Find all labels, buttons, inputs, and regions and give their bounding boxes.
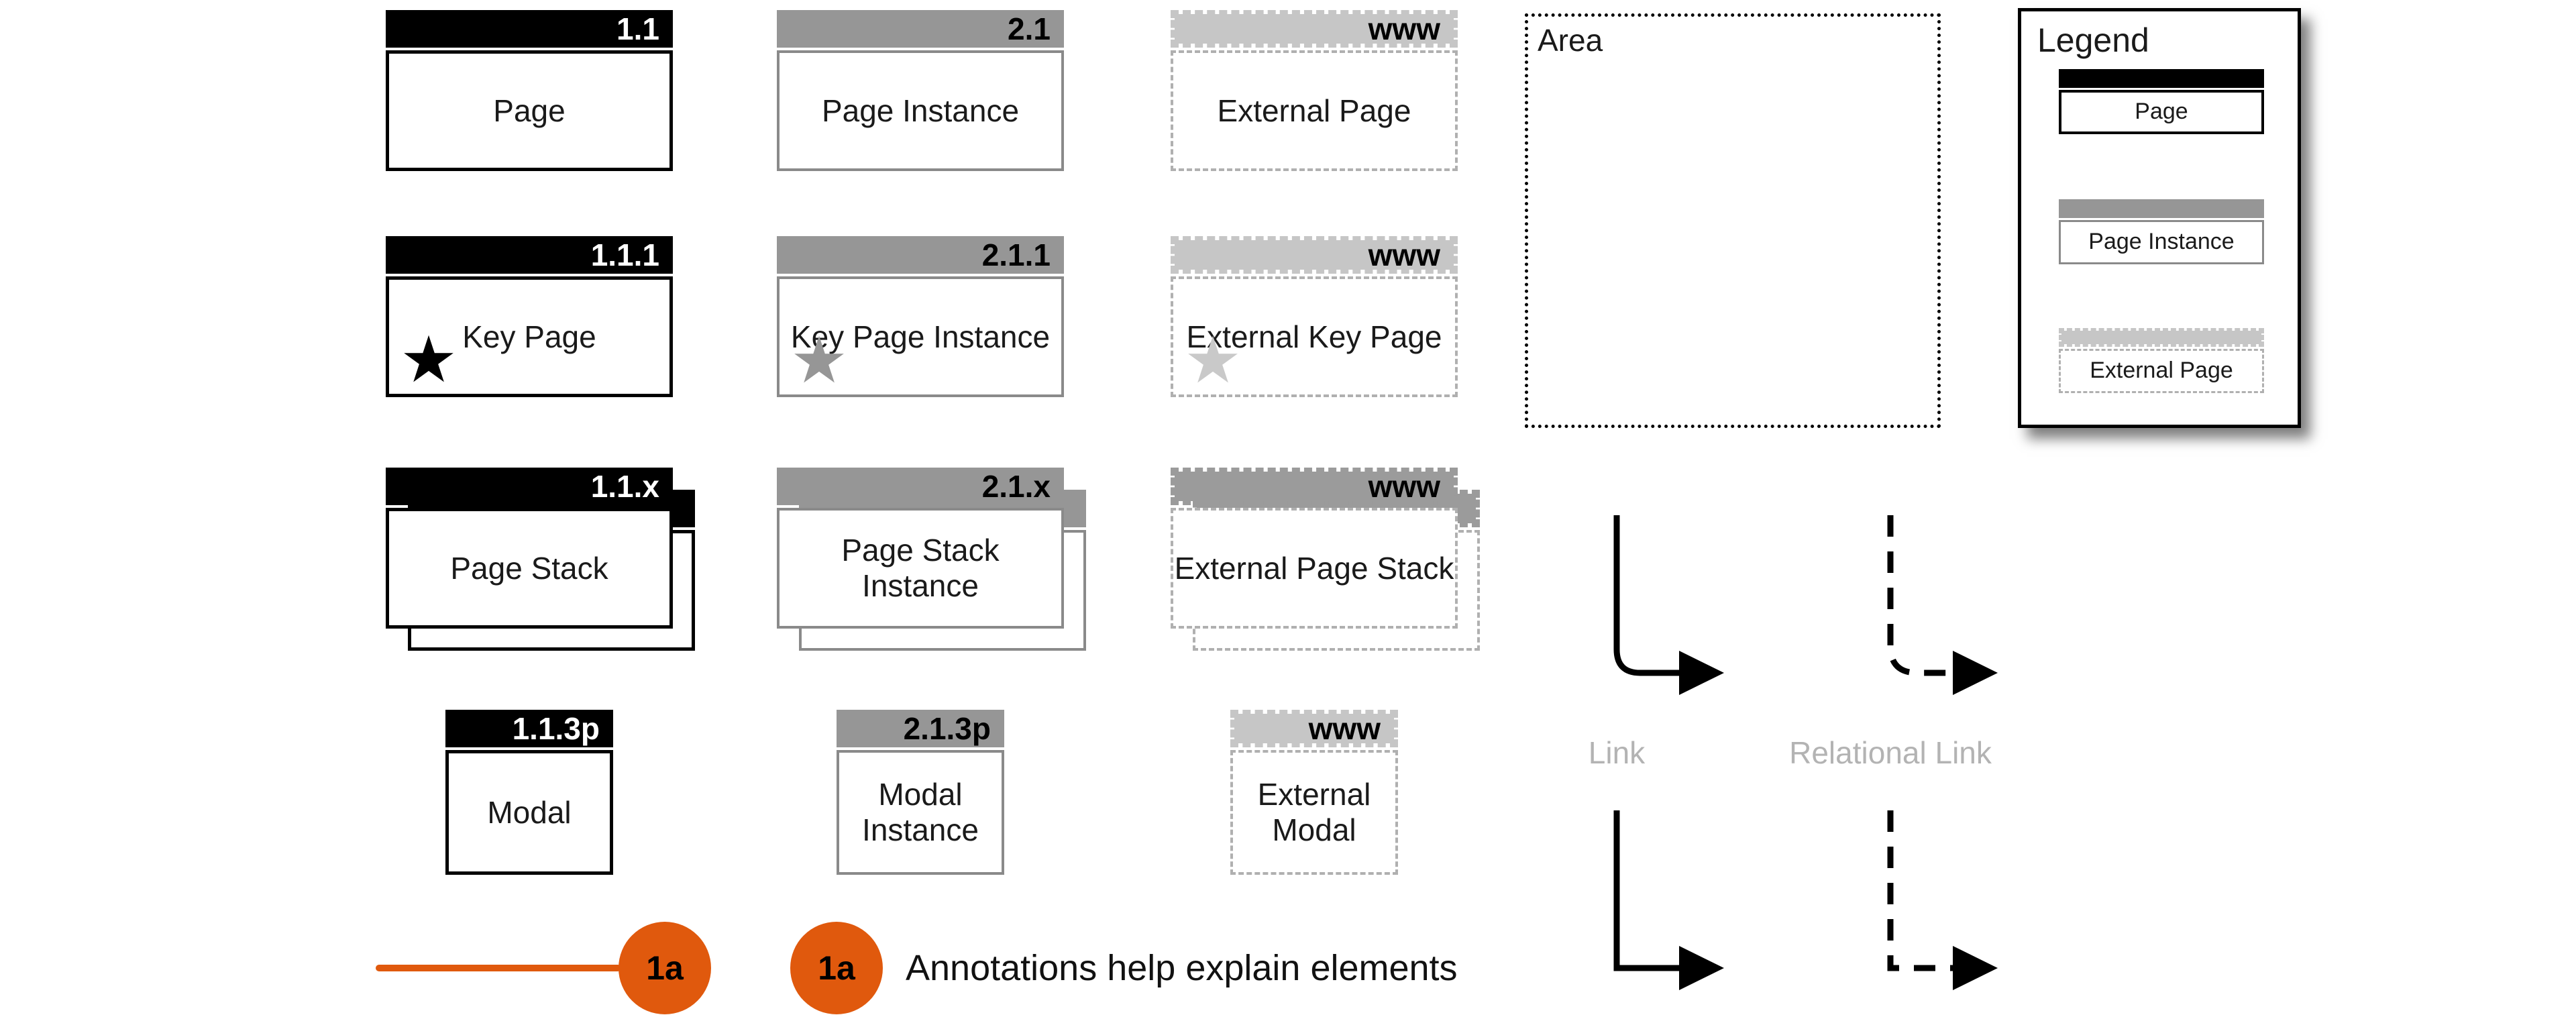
modal-instance-header: 2.1.3p [837,710,1004,747]
link-arrow-icon [1613,810,1724,990]
www-badge: www [1368,469,1440,504]
legend-page-instance-body: Page Instance [2059,220,2264,264]
external-key-page-label: External Key Page [1186,319,1442,354]
key-page-number: 1.1.1 [590,237,659,272]
page-instance-number: 2.1 [1008,11,1051,46]
key-page-instance-header: 2.1.1 [777,236,1064,274]
modal-instance-box: 2.1.3p Modal Instance [837,710,1004,875]
external-page-stack-front-card: www External Page Stack [1171,468,1458,629]
key-star-icon: ★ [1184,325,1242,396]
external-key-page-header: www [1171,236,1458,274]
external-page-header: www [1171,10,1458,48]
modal-instance-body: Modal Instance [837,750,1004,875]
legend-page-instance-header [2059,199,2264,218]
page-number: 1.1 [616,11,659,46]
external-page-stack-body: External Page Stack [1171,508,1458,629]
external-page-box: www External Page [1171,10,1458,171]
external-page-body: External Page [1171,50,1458,171]
external-modal-box: www External Modal [1230,710,1398,875]
external-modal-body: External Modal [1230,750,1398,875]
page-stack-instance-header: 2.1.x [777,468,1064,505]
external-key-page-body: External Key Page ★ [1171,276,1458,397]
legend-external-page-body: External Page [2059,349,2264,393]
external-page-stack: www External Page Stack [1171,468,1481,651]
external-key-page-box: www External Key Page ★ [1171,236,1458,397]
legend-page-label: Page [2135,99,2188,125]
key-page-header: 1.1.1 [386,236,673,274]
page-stack-front-card: 1.1.x Page Stack [386,468,673,629]
key-page-instance-body: Key Page Instance ★ [777,276,1064,397]
legend-external-page-header [2059,328,2264,347]
page-stack-instance: 2.1.x Page Stack Instance [777,468,1087,651]
external-page-label: External Page [1217,93,1411,128]
modal-label: Modal [487,794,572,830]
page-label: Page [493,93,566,128]
external-modal-header: www [1230,710,1398,747]
page-stack-label: Page Stack [450,550,608,586]
relational-link-label: Relational Link [1789,735,1992,770]
legend-box: Legend Page Page Instance External Page [2018,8,2301,428]
legend-page-header [2059,69,2264,88]
annotation-leader-line [376,965,621,971]
page-instance-header: 2.1 [777,10,1064,48]
www-badge: www [1368,11,1440,46]
key-page-instance-box: 2.1.1 Key Page Instance ★ [777,236,1064,397]
page-box: 1.1 Page [386,10,673,171]
page-instance-box: 2.1 Page Instance [777,10,1064,171]
relational-link-arrow-icon [1887,515,1998,695]
external-modal-label: External Modal [1257,777,1371,847]
external-page-stack-label: External Page Stack [1174,550,1454,586]
page-stack-instance-label: Page Stack Instance [841,533,1000,603]
legend-page-body: Page [2059,90,2264,134]
relational-link-arrow-icon [1887,810,1998,990]
page-stack-body: Page Stack [386,508,673,629]
modal-body: Modal [445,750,613,875]
page-box-body: Page [386,50,673,171]
modal-instance-label: Modal Instance [862,777,979,847]
key-star-icon: ★ [400,324,458,396]
modal-number: 1.1.3p [512,711,600,746]
annotation-badge: 1a [790,922,883,1014]
annotation-description: Annotations help explain elements [906,948,1458,988]
page-stack-instance-front-card: 2.1.x Page Stack Instance [777,468,1064,629]
page-stack-number: 1.1.x [590,469,659,504]
legend-title: Legend [2037,21,2149,59]
legend-item-page-instance: Page Instance [2059,199,2264,264]
key-page-box: 1.1.1 Key Page ★ [386,236,673,397]
modal-header: 1.1.3p [445,710,613,747]
legend-item-page: Page [2059,69,2264,134]
area-label: Area [1538,23,1603,58]
key-page-body: Key Page ★ [386,276,673,397]
page-stack-instance-body: Page Stack Instance [777,508,1064,629]
legend-external-page-label: External Page [2090,358,2233,384]
legend-page-instance-label: Page Instance [2088,229,2235,255]
page-box-header: 1.1 [386,10,673,48]
legend-item-external-page: External Page [2059,328,2264,393]
page-instance-body: Page Instance [777,50,1064,171]
page-stack: 1.1.x Page Stack [386,468,696,651]
page-instance-label: Page Instance [821,93,1020,128]
link-arrow-icon [1613,515,1724,695]
page-stack-instance-number: 2.1.x [981,469,1051,504]
page-stack-header: 1.1.x [386,468,673,505]
modal-box: 1.1.3p Modal [445,710,613,875]
annotation-badge: 1a [619,922,711,1014]
external-page-stack-header: www [1171,468,1458,505]
www-badge: www [1368,237,1440,272]
key-page-instance-number: 2.1.1 [981,237,1051,272]
area-box: Area [1525,13,1941,428]
www-badge: www [1308,711,1381,746]
key-page-label: Key Page [462,319,596,354]
key-star-icon: ★ [790,325,849,396]
modal-instance-number: 2.1.3p [903,711,991,746]
link-label: Link [1588,735,1646,770]
key-page-instance-label: Key Page Instance [790,319,1051,354]
